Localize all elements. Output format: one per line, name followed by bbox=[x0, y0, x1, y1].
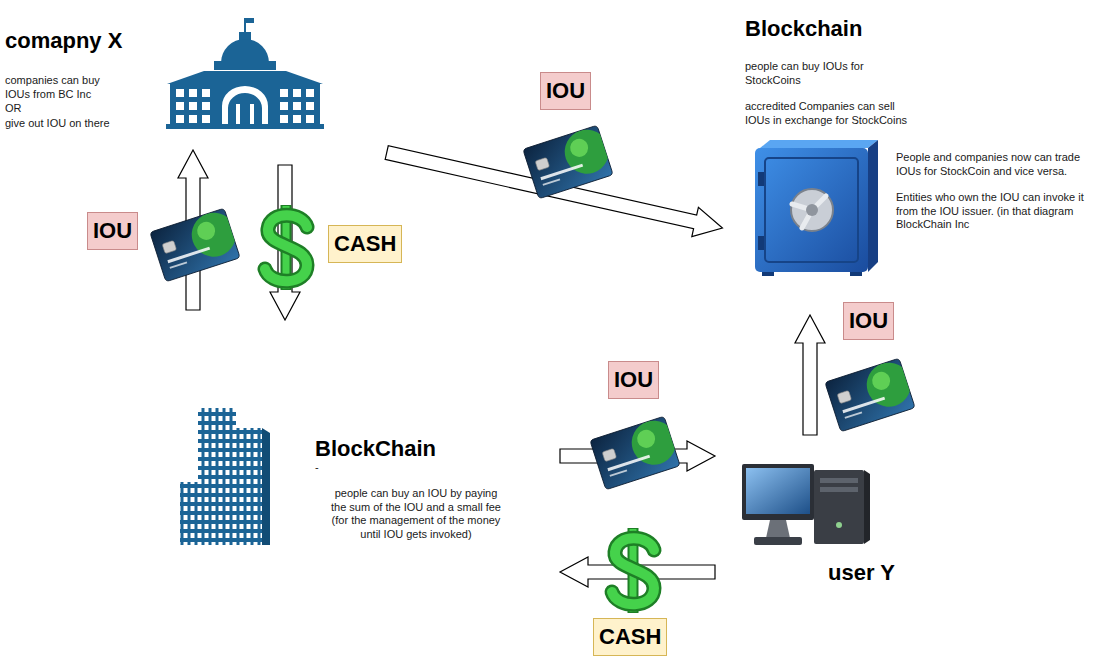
screen bbox=[746, 468, 810, 514]
handle bbox=[792, 196, 826, 228]
body-text: people can buy IOUs for StockCoins bbox=[745, 60, 895, 87]
dome bbox=[221, 39, 269, 63]
edge-label: IOU bbox=[843, 302, 894, 340]
safe-foot bbox=[850, 272, 862, 276]
heading-text: user Y bbox=[828, 560, 895, 585]
body-text: OR bbox=[5, 102, 65, 116]
column bbox=[250, 104, 254, 124]
safe-side bbox=[868, 140, 878, 272]
safe-top bbox=[760, 140, 878, 148]
edge-label: CASH bbox=[328, 225, 402, 263]
pc-tower bbox=[814, 470, 864, 544]
dial-center bbox=[806, 204, 818, 216]
cupola bbox=[239, 32, 251, 40]
monitor-stand bbox=[766, 520, 790, 538]
actor-node: Blockchain people can buy IOUs for StockC… bbox=[740, 12, 1106, 280]
actor-node: user Y bbox=[735, 455, 910, 590]
dollar-icon bbox=[612, 528, 654, 613]
credit-card-icon bbox=[590, 415, 684, 490]
heading-text: Blockchain bbox=[745, 16, 862, 41]
monitor bbox=[742, 464, 814, 520]
drive-slot bbox=[820, 487, 858, 492]
power-button bbox=[836, 522, 842, 528]
government-building-icon bbox=[166, 18, 324, 129]
tower-windows bbox=[198, 408, 236, 545]
edge-label: IOU bbox=[608, 361, 659, 399]
office-building-icon bbox=[180, 408, 270, 545]
heading-text: comapny X bbox=[5, 28, 122, 53]
heading-text: BlockChain bbox=[315, 436, 436, 461]
safe-body bbox=[755, 148, 868, 272]
flag bbox=[245, 18, 254, 23]
body-text: People and companies now can trade IOUs … bbox=[896, 151, 1096, 178]
pc-tower-side bbox=[864, 470, 870, 544]
monitor-base bbox=[754, 537, 802, 545]
edge-label: IOU bbox=[87, 212, 138, 250]
column bbox=[236, 104, 240, 124]
safe-icon bbox=[755, 140, 878, 276]
body-text: give out IOU on there bbox=[5, 117, 135, 131]
body-text: - bbox=[315, 461, 335, 475]
credit-card-icon bbox=[150, 207, 244, 282]
block-arrow bbox=[795, 315, 825, 435]
computer-icon bbox=[742, 464, 870, 545]
drive-slot bbox=[820, 478, 858, 483]
edge-label: CASH bbox=[593, 618, 667, 656]
actor-node: BlockChain- people can buy an IOU by payi… bbox=[175, 400, 510, 560]
tower-windows bbox=[236, 428, 262, 545]
tower-side bbox=[262, 428, 270, 545]
safe-foot bbox=[762, 272, 774, 276]
building-body bbox=[170, 84, 320, 126]
dollar-icon bbox=[265, 205, 307, 290]
edge-label: IOU bbox=[540, 72, 591, 110]
dial bbox=[791, 189, 833, 231]
hinge bbox=[758, 236, 764, 250]
drum bbox=[214, 61, 276, 70]
tower bbox=[236, 428, 262, 545]
actor-node: comapny X companies can buy IOUs from BC … bbox=[0, 15, 335, 150]
body-text: Entities who own the IOU can invoke it f… bbox=[896, 191, 1096, 232]
arch-door bbox=[222, 86, 268, 124]
hinge bbox=[758, 172, 764, 186]
tower bbox=[198, 408, 236, 545]
credit-card-icon bbox=[825, 357, 919, 432]
building-base bbox=[166, 124, 324, 129]
body-text: companies can buy IOUs from BC Inc bbox=[5, 74, 109, 101]
safe-door bbox=[765, 158, 858, 262]
roof bbox=[167, 71, 323, 84]
body-text: accredited Companies can sell IOUs in ex… bbox=[745, 100, 920, 127]
body-text: people can buy an IOU by paying the sum … bbox=[328, 487, 504, 541]
credit-card-icon bbox=[523, 124, 617, 199]
windows bbox=[176, 89, 314, 123]
